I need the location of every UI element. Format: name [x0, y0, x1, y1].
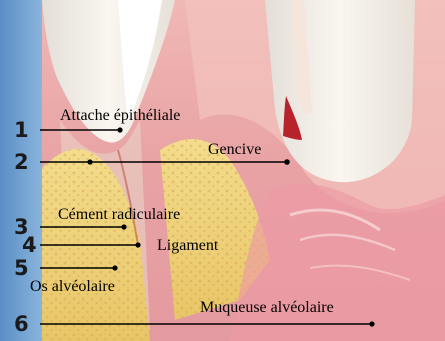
label-gencive: Gencive [208, 141, 261, 158]
label-attache-epitheliale: Attache épithéliale [60, 107, 180, 124]
callout-number-1: 1 [14, 118, 29, 142]
label-muqueuse-alveolaire: Muqueuse alvéolaire [200, 299, 334, 316]
callout-number-6: 6 [14, 312, 29, 336]
callout-number-5: 5 [14, 256, 29, 280]
callout-number-4: 4 [22, 233, 37, 257]
label-cement-radiculaire: Cément radiculaire [58, 206, 180, 223]
label-ligament: Ligament [157, 237, 219, 254]
callout-number-2: 2 [14, 150, 29, 174]
label-os-alveolaire: Os alvéolaire [30, 278, 115, 295]
